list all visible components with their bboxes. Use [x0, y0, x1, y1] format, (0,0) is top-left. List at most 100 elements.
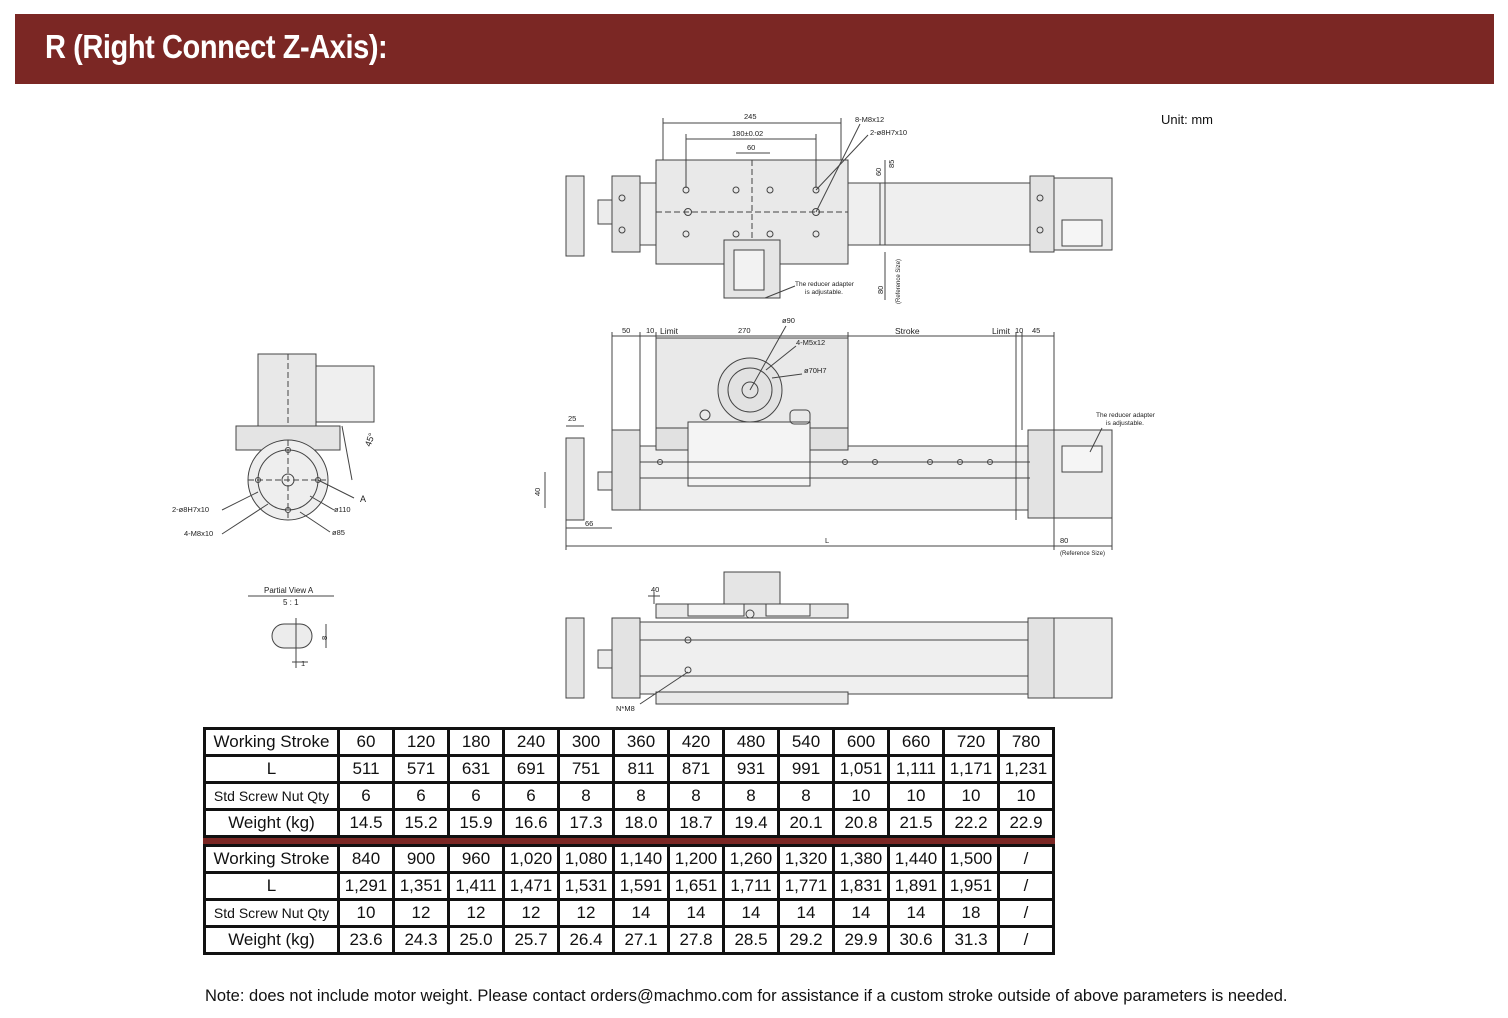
cell-weight-kg: 27.8: [667, 925, 725, 955]
cell-weight-kg: 14.5: [337, 808, 395, 838]
cell-weight-kg: 20.8: [832, 808, 890, 838]
dia-110: ø110: [334, 505, 351, 514]
cell-std-screw-nut-qty: 14: [887, 898, 945, 928]
cell-std-screw-nut-qty: 8: [667, 781, 725, 811]
cell-length-l: 931: [722, 754, 780, 784]
dim-66: 66: [585, 519, 593, 528]
dim-45: 45: [1032, 326, 1040, 335]
cell-length-l: 1,171: [942, 754, 1000, 784]
cell-weight-kg: 26.4: [557, 925, 615, 955]
cell-length-l: 631: [447, 754, 505, 784]
dim-270: 270: [738, 326, 751, 335]
cell-weight-kg: 16.6: [502, 808, 560, 838]
dim-245: 245: [744, 112, 757, 121]
partial-view-scale: 5 : 1: [283, 598, 299, 607]
cell-length-l: 1,891: [887, 871, 945, 901]
dim-40-side: 40: [533, 488, 542, 496]
bottom-view: [565, 571, 1113, 705]
cell-weight-kg: 24.3: [392, 925, 450, 955]
cell-length-l: 1,411: [447, 871, 505, 901]
cell-std-screw-nut-qty: 6: [337, 781, 395, 811]
cell-working-stroke: 660: [887, 727, 945, 757]
cell-std-screw-nut-qty: 8: [557, 781, 615, 811]
cell-std-screw-nut-qty: 10: [887, 781, 945, 811]
ref-size-side: (Reference Size): [1060, 551, 1105, 557]
cell-weight-kg: /: [997, 925, 1055, 955]
cell-std-screw-nut-qty: 12: [447, 898, 505, 928]
cell-std-screw-nut-qty: 8: [612, 781, 670, 811]
cell-working-stroke: 360: [612, 727, 670, 757]
cell-weight-kg: 20.1: [777, 808, 835, 838]
cell-working-stroke: 1,440: [887, 844, 945, 874]
cell-weight-kg: 15.2: [392, 808, 450, 838]
cell-weight-kg: 19.4: [722, 808, 780, 838]
cell-weight-kg: 30.6: [887, 925, 945, 955]
cell-length-l: 1,531: [557, 871, 615, 901]
cell-std-screw-nut-qty: 10: [832, 781, 890, 811]
cell-length-l: 1,711: [722, 871, 780, 901]
cell-working-stroke: /: [997, 844, 1055, 874]
dim-85: 85: [887, 160, 896, 168]
partial-dim-8: 8: [320, 636, 329, 640]
cell-weight-kg: 25.0: [447, 925, 505, 955]
row-label-working-stroke: Working Stroke: [203, 727, 340, 757]
title-banner: R (Right Connect Z-Axis):: [15, 14, 1494, 84]
cell-weight-kg: 29.2: [777, 925, 835, 955]
cell-working-stroke: 1,140: [612, 844, 670, 874]
limit-b: Limit: [992, 326, 1011, 336]
cell-length-l: 1,951: [942, 871, 1000, 901]
cell-working-stroke: 960: [447, 844, 505, 874]
cell-std-screw-nut-qty: 14: [832, 898, 890, 928]
cell-weight-kg: 25.7: [502, 925, 560, 955]
row-label-std-screw-nut-qty: Std Screw Nut Qty: [203, 781, 340, 811]
cell-weight-kg: 17.3: [557, 808, 615, 838]
adapter-note-top-2: is adjustable.: [805, 289, 843, 296]
nut-label: N*M8: [616, 704, 635, 713]
cell-length-l: 1,351: [392, 871, 450, 901]
cell-length-l: 1,291: [337, 871, 395, 901]
cell-working-stroke: 240: [502, 727, 560, 757]
cell-std-screw-nut-qty: 6: [392, 781, 450, 811]
cell-working-stroke: 300: [557, 727, 615, 757]
cell-length-l: 1,051: [832, 754, 890, 784]
row-label-working-stroke: Working Stroke: [203, 844, 340, 874]
cell-working-stroke: 900: [392, 844, 450, 874]
limit-a: Limit: [660, 326, 679, 336]
cell-length-l: 1,231: [997, 754, 1055, 784]
cell-working-stroke: 180: [447, 727, 505, 757]
cell-weight-kg: 23.6: [337, 925, 395, 955]
cell-std-screw-nut-qty: 10: [997, 781, 1055, 811]
dim-80-side: 80: [1060, 536, 1068, 545]
cell-working-stroke: 1,380: [832, 844, 890, 874]
hole-8m8: 8-M8x12: [855, 115, 884, 124]
label-a: A: [360, 494, 366, 504]
cell-std-screw-nut-qty: 12: [502, 898, 560, 928]
cell-length-l: 1,471: [502, 871, 560, 901]
pin-2: 2-ø8H7x10: [870, 128, 907, 137]
dim-60v: 60: [874, 168, 883, 176]
cell-weight-kg: 15.9: [447, 808, 505, 838]
cell-length-l: 511: [337, 754, 395, 784]
page-title: R (Right Connect Z-Axis):: [45, 28, 388, 65]
cell-std-screw-nut-qty: /: [997, 898, 1055, 928]
dim-10b: 10: [1015, 326, 1023, 335]
cell-working-stroke: 60: [337, 727, 395, 757]
end-view: [221, 353, 375, 535]
divider-cell: [203, 835, 1055, 847]
dia-70: ø70H7: [804, 366, 827, 375]
cell-length-l: 1,591: [612, 871, 670, 901]
cell-std-screw-nut-qty: 8: [722, 781, 780, 811]
unit-label: Unit: mm: [1161, 112, 1213, 127]
dim-50: 50: [622, 326, 630, 335]
cell-std-screw-nut-qty: 14: [667, 898, 725, 928]
cell-std-screw-nut-qty: 14: [612, 898, 670, 928]
partial-view-a: [248, 595, 334, 668]
dim-25: 25: [568, 414, 576, 423]
cell-weight-kg: 28.5: [722, 925, 780, 955]
